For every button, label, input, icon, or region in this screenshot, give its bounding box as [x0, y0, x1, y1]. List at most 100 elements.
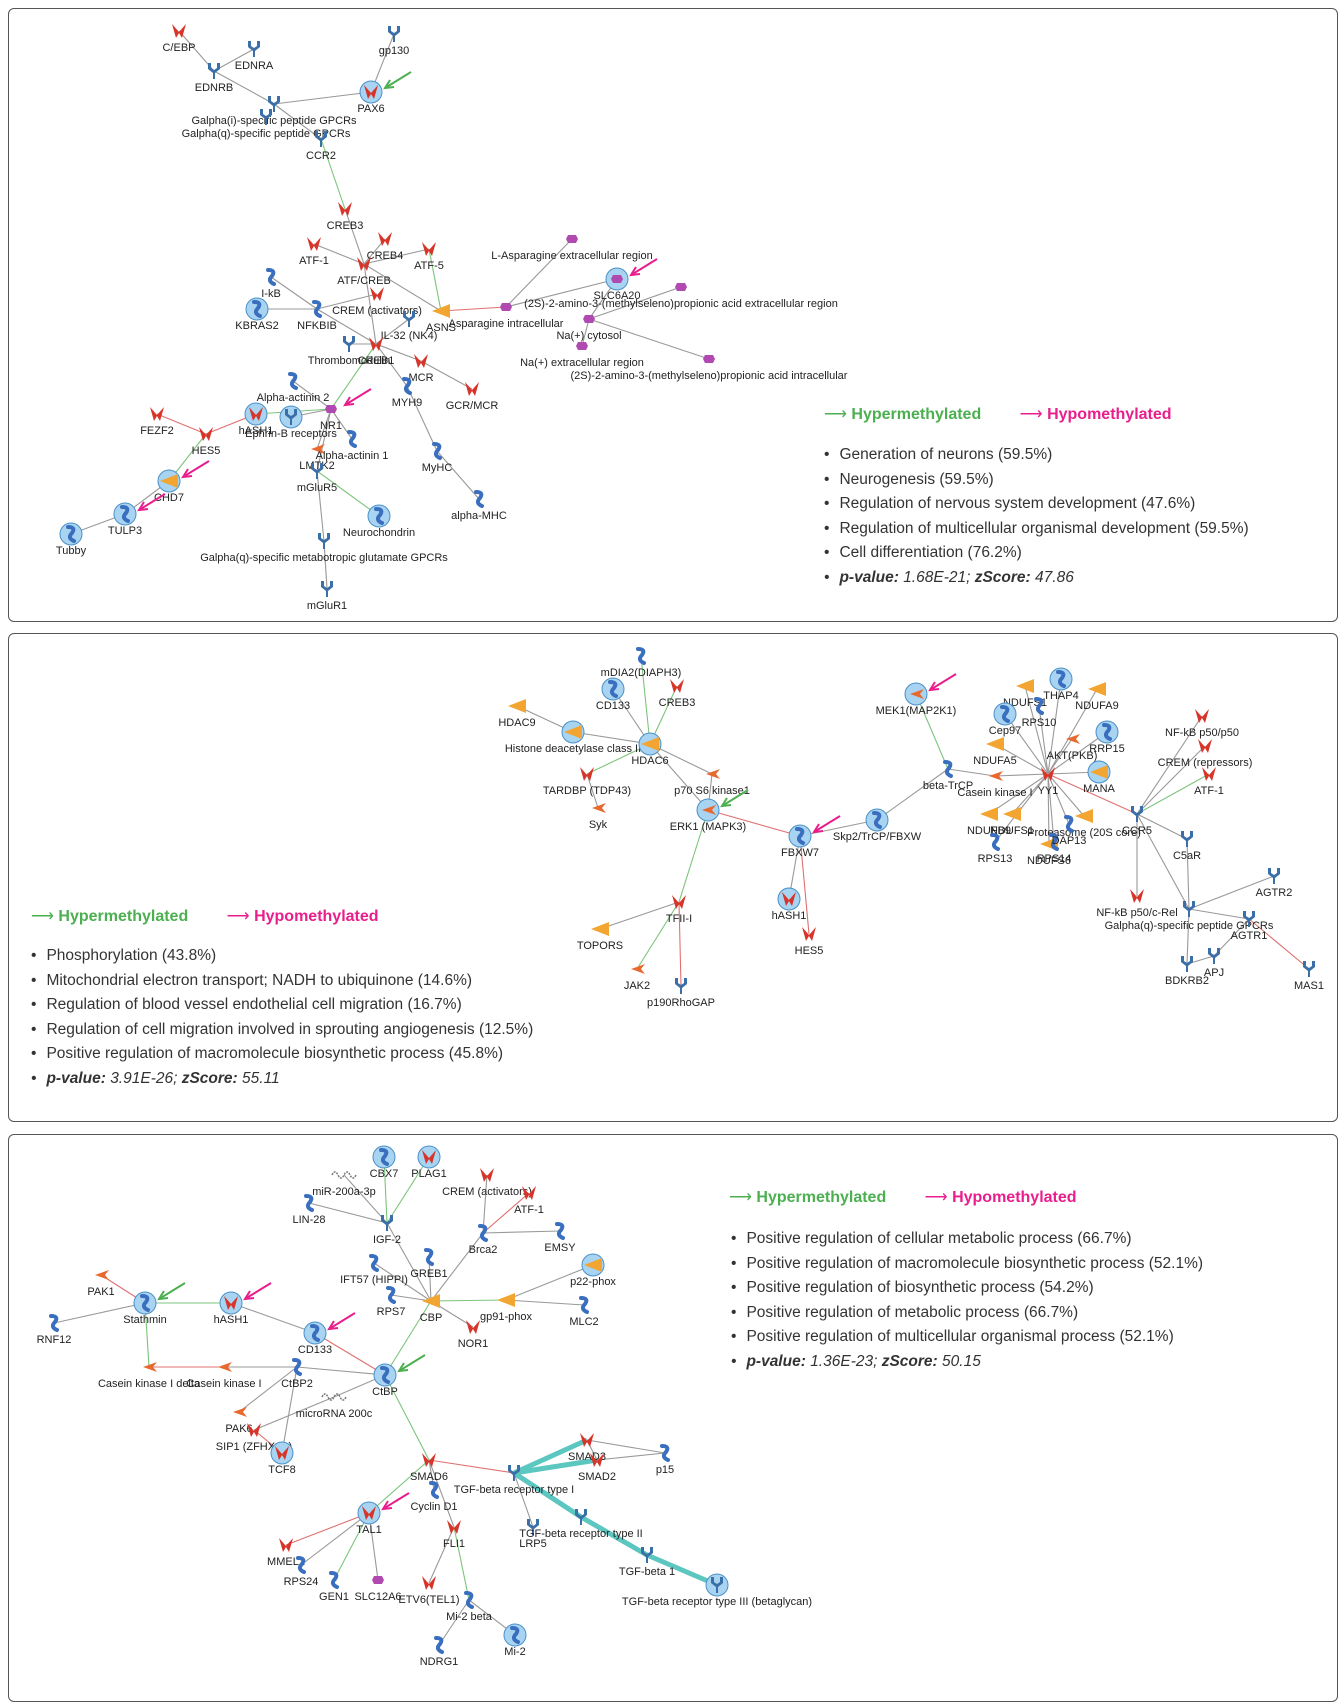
go-term: Phosphorylation (43.8%): [31, 944, 533, 969]
node-hes5b: HES5: [795, 927, 823, 957]
node-label: TGF-beta receptor type II: [519, 1528, 643, 1540]
node-label: PAK6: [225, 1423, 252, 1435]
node-label: CtBP: [372, 1386, 398, 1398]
go-term: Regulation of cell migration involved in…: [31, 1018, 533, 1043]
legend-hypermethylated: ⟶ Hypermethylated: [729, 1189, 886, 1206]
interaction-edge: [436, 450, 480, 500]
interaction-edge: [1047, 773, 1138, 815]
interaction-edge: [368, 1459, 430, 1514]
interaction-edge: [213, 48, 255, 72]
node-lrp5: LRP5: [519, 1519, 547, 1550]
node-label: Mi-2 beta: [446, 1611, 493, 1623]
node-label: p70 S6 kinase1: [674, 785, 750, 797]
interaction-edge: [238, 1366, 298, 1413]
node-cep97: Cep97: [989, 702, 1021, 737]
interaction-edge: [586, 773, 599, 809]
node-label: hASH1: [772, 910, 807, 922]
node-cki: Casein kinase I: [186, 1362, 262, 1390]
node-rps7: RPS7: [377, 1286, 405, 1318]
node-neurochondrin: Neurochondrin: [343, 504, 415, 539]
node-label: CBP: [420, 1312, 443, 1324]
p-value-label: p-value:: [839, 568, 899, 586]
node-label: IFT57 (HIPPI): [340, 1274, 408, 1286]
node-label: NDUFS1: [990, 825, 1034, 837]
interaction-edge: [313, 243, 365, 265]
interaction-edge: [156, 413, 207, 435]
node-label: LMTK2: [299, 460, 334, 472]
node-label: CBX7: [370, 1168, 399, 1180]
node-cyclind1: Cyclin D1: [410, 1481, 458, 1513]
node-tgfb1: TGF-beta 1: [619, 1547, 675, 1578]
node-fbxw7: FBXW7: [781, 824, 819, 859]
node-label: HDAC6: [631, 755, 668, 767]
interaction-edge: [428, 1459, 455, 1528]
node-nfkbib: NFKBIB: [297, 300, 337, 332]
node-actn2: Alpha-actinin 2: [257, 372, 330, 404]
legend-hypermethylated: ⟶ Hypermethylated: [31, 908, 188, 925]
node-apj: APJ: [1204, 948, 1224, 979]
interaction-edge: [1011, 773, 1049, 815]
interaction-edge: [428, 1459, 515, 1474]
node-label: LIN-28: [292, 1214, 325, 1226]
interaction-edge: [320, 138, 346, 210]
node-stathmin: Stathmin: [123, 1291, 167, 1326]
node-nor1: NOR1: [458, 1320, 488, 1350]
node-ednrb: EDNRB: [195, 63, 233, 94]
node-rps24: RPS24: [284, 1556, 318, 1588]
methylation-markers: [137, 71, 658, 512]
green-arrow-icon: ⟶: [31, 908, 54, 925]
node-mglur5: mGluR5: [297, 463, 337, 494]
interaction-edge: [1047, 678, 1062, 775]
zscore: 55.11: [242, 1069, 280, 1087]
node-pak1: PAK1: [87, 1270, 115, 1298]
node-label: Na(+) cytosol: [556, 330, 621, 342]
hypomethylated-arrow-icon: [328, 1312, 356, 1330]
node-betatrcp: beta-TrCP: [923, 760, 973, 792]
node-gp91: gp91-phox: [480, 1293, 532, 1323]
legend-hypo-label: Hypomethylated: [952, 1189, 1077, 1206]
node-label: AGTR2: [1256, 887, 1293, 899]
node-bdkrb2: BDKRB2: [1165, 956, 1209, 987]
interaction-edge: [273, 91, 372, 105]
node-label: ATF/CREB: [337, 275, 391, 287]
arrowhead-icon: [812, 823, 824, 834]
node-fli1: FLI1: [443, 1520, 465, 1550]
node-label: GREB1: [410, 1268, 447, 1280]
node-na_cyt: Na(+) cytosol: [556, 315, 622, 342]
interaction-edge: [375, 343, 408, 387]
node-smad6: SMAD6: [410, 1453, 448, 1483]
node-label: Alpha-actinin 2: [257, 392, 330, 404]
node-galphaq2: Galpha(q)-specific peptide GPCRs: [1105, 901, 1274, 932]
arrowhead-icon: [343, 396, 355, 407]
node-label: mDIA2(DIAPH3): [601, 667, 682, 679]
zscore-label: zScore:: [974, 568, 1031, 586]
node-slc6a20: SLC6A20: [593, 267, 641, 302]
node-galphai: Galpha(i)-specific peptide GPCRs: [191, 96, 357, 127]
node-label: Casein kinase I delta: [98, 1378, 201, 1390]
node-label: Casein kinase I: [186, 1378, 261, 1390]
interaction-edge: [316, 470, 325, 542]
node-label: gp130: [379, 45, 410, 57]
hypermethylated-arrow-icon: [384, 71, 412, 89]
node-label: MEK1(MAP2K1): [876, 705, 957, 717]
interaction-edge: [1188, 875, 1275, 910]
zscore-label: zScore:: [881, 1352, 938, 1370]
node-mana: MANA: [1083, 760, 1116, 795]
interaction-edge: [1047, 773, 1055, 843]
pink-arrow-icon: ⟶: [924, 1189, 948, 1206]
node-label: CCR2: [306, 150, 336, 162]
legend-hypomethylated: ⟶ Hypomethylated: [1020, 406, 1172, 423]
node-label: THAP4: [1043, 690, 1078, 702]
node-tgfbr2: TGF-beta receptor type II: [519, 1509, 643, 1540]
node-galphaqm: Galpha(q)-specific metabotropic glutamat…: [200, 533, 448, 564]
node-label: CREB1: [358, 355, 395, 367]
interaction-edge: [1186, 838, 1190, 910]
node-label: AGTR1: [1231, 930, 1268, 942]
node-galphaq: Galpha(q)-specific peptide GPCRs: [182, 109, 351, 140]
node-tubby: Tubby: [56, 522, 87, 557]
node-label: hASH1: [239, 425, 274, 437]
interaction-edge: [596, 1452, 666, 1461]
interaction-edge: [1136, 745, 1206, 815]
node-label: MCR: [408, 372, 433, 384]
